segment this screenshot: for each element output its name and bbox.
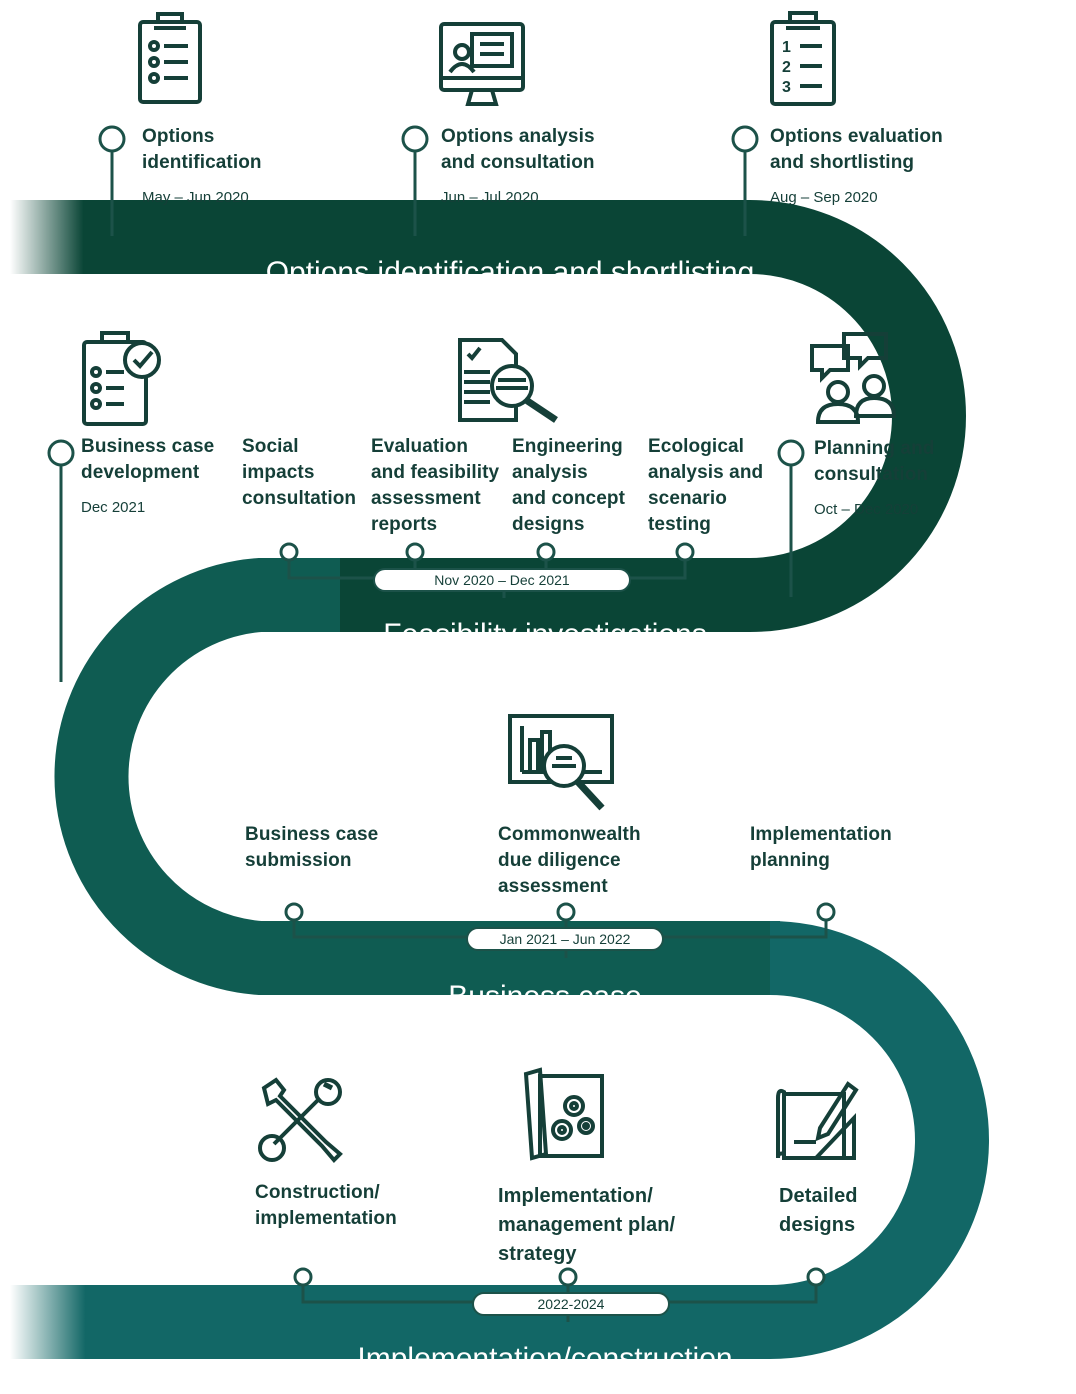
step-options-evaluation-title-1: Options evaluation	[770, 126, 943, 147]
commonwealth-assessment-line-2: due diligence	[498, 850, 621, 871]
step-options-analysis-title-2: and consultation	[441, 152, 595, 173]
stage-3-banner-title: Business case	[448, 980, 642, 1013]
step-options-identification-date: May – Jun 2020	[142, 189, 249, 206]
document-magnifier-icon	[458, 338, 558, 423]
wrench-tools-icon	[258, 1077, 343, 1163]
management-plan-line-2: management plan/	[498, 1214, 676, 1236]
implementation-planning-line-2: planning	[750, 850, 830, 871]
social-impacts-line-3: consultation	[242, 488, 357, 509]
engineering-analysis-line-3: and concept	[512, 488, 626, 509]
business-case-submission-line-2: submission	[245, 850, 352, 871]
business-case-development-date: Dec 2021	[81, 499, 146, 516]
planning-consultation-title-1: Planning and	[814, 438, 935, 459]
implementation-period-pill: 2022-2024	[472, 1292, 670, 1316]
step-options-evaluation-date: Aug – Sep 2020	[770, 189, 878, 206]
ecological-analysis-line-4: testing	[648, 514, 711, 535]
step-options-analysis-title-1: Options analysis	[441, 126, 595, 147]
step-options-analysis-date: Jun – Jul 2020	[441, 189, 539, 206]
feasibility-period-pill: Nov 2020 – Dec 2021	[373, 568, 631, 592]
evaluation-feasibility-line-1: Evaluation	[371, 436, 469, 457]
business-case-period-pill: Jan 2021 – Jun 2022	[466, 927, 664, 951]
engineering-analysis-line-2: analysis	[512, 462, 588, 483]
evaluation-feasibility-line-4: reports	[371, 514, 438, 535]
step-options-evaluation-title-2: and shortlisting	[770, 152, 915, 173]
construction-implementation-line-1: Construction/	[255, 1182, 380, 1203]
engineering-analysis-line-1: Engineering	[512, 436, 623, 457]
svg-text:2: 2	[782, 59, 791, 76]
management-plan-line-1: Implementation/	[498, 1185, 653, 1207]
stage-4-banner-title: Implementation/construction	[357, 1342, 733, 1375]
step-options-identification-title-2: identification	[142, 152, 262, 173]
detailed-designs-line-2: designs	[779, 1214, 856, 1236]
ecological-analysis-line-2: analysis and	[648, 462, 764, 483]
social-impacts-line-2: impacts	[242, 462, 315, 483]
planning-consultation-date: Oct – Dec 2020	[814, 501, 919, 518]
people-speech-bubbles-icon	[810, 332, 897, 424]
svg-text:3: 3	[782, 79, 791, 96]
chart-magnifier-icon	[508, 714, 614, 811]
engineering-analysis-line-4: designs	[512, 514, 585, 535]
management-plan-line-3: strategy	[498, 1243, 577, 1265]
blueprint-pencil-icon	[776, 1081, 859, 1160]
detailed-designs-line-1: Detailed	[779, 1185, 858, 1207]
business-case-development-title-1: Business case	[81, 436, 215, 457]
gears-document-icon	[523, 1067, 604, 1161]
evaluation-feasibility-line-3: assessment	[371, 488, 481, 509]
svg-text:1: 1	[782, 39, 791, 56]
business-case-development-title-2: development	[81, 462, 200, 483]
planning-consultation-title-2: consultation	[814, 464, 929, 485]
commonwealth-assessment-line-3: assessment	[498, 876, 608, 897]
numbered-list-clipboard-icon: 1 2 3	[770, 11, 836, 106]
ecological-analysis-line-1: Ecological	[648, 436, 745, 457]
evaluation-feasibility-line-2: and feasibility	[371, 462, 500, 483]
business-case-submission-line-1: Business case	[245, 824, 379, 845]
step-options-identification-title-1: Options	[142, 126, 215, 147]
social-impacts-line-1: Social	[242, 436, 299, 457]
clipboard-checklist-icon	[138, 12, 202, 104]
ecological-analysis-line-3: scenario	[648, 488, 727, 509]
implementation-planning-line-1: Implementation	[750, 824, 892, 845]
construction-implementation-line-2: implementation	[255, 1208, 397, 1229]
stage-1-banner-title: Options identification and shortlisting	[265, 256, 755, 289]
stage-2-banner-title: Feasibility investigations	[383, 618, 707, 651]
commonwealth-assessment-line-1: Commonwealth	[498, 824, 641, 845]
stage1-pins	[98, 125, 759, 236]
computer-presentation-icon	[439, 22, 525, 106]
clipboard-check-badge-icon	[82, 331, 161, 426]
